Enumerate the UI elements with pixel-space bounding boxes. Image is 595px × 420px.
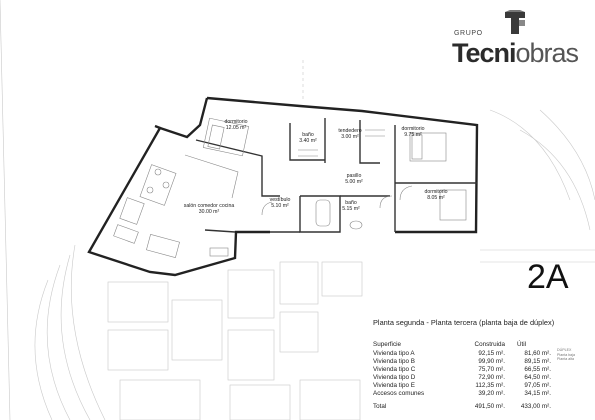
logo-brand: Tecniobras bbox=[452, 38, 580, 69]
room-label-tendedero: tendedero 3.00 m² bbox=[328, 128, 372, 140]
row-label: Vivienda tipo C bbox=[373, 365, 416, 373]
row-built: 75,70 m². bbox=[478, 365, 505, 373]
header-surface: Superficie bbox=[373, 340, 402, 348]
row-useful: 34,15 m². bbox=[524, 389, 551, 397]
header-useful: Útil bbox=[517, 340, 527, 348]
room-name: dormitorio bbox=[401, 126, 425, 132]
logo-brand-part-b: obras bbox=[515, 38, 580, 68]
logo-brand-part-a: Tecni bbox=[452, 38, 517, 68]
room-name: vestíbulo bbox=[269, 197, 291, 203]
schedule-title: Planta segunda - Planta tercera (planta … bbox=[373, 318, 555, 327]
row-label: Vivienda tipo B bbox=[373, 357, 415, 365]
room-name: tendedero bbox=[338, 128, 362, 134]
legend-item: Planta alta bbox=[557, 357, 574, 361]
table-header-row: Superficie Construida Útil bbox=[373, 339, 551, 349]
legend-item: DÚPLEX bbox=[557, 348, 572, 352]
room-name: salón comedor cocina bbox=[183, 203, 235, 209]
room-area: 3.00 m² bbox=[341, 134, 359, 140]
table-row: Vivienda tipo B 99,90 m². 89,15 m². bbox=[373, 357, 551, 365]
room-label-bano-1: baño 3.40 m² bbox=[292, 132, 324, 144]
room-name: baño bbox=[302, 132, 314, 138]
room-label-dormitorio-3: dormitorio 8.05 m² bbox=[416, 189, 456, 201]
room-area: 5.00 m² bbox=[345, 179, 363, 185]
room-label-dormitorio-2: dormitorio 9.75 m² bbox=[391, 126, 435, 138]
area-schedule-table: Superficie Construida Útil Vivienda tipo… bbox=[373, 339, 551, 410]
room-area: 5.10 m² bbox=[271, 203, 289, 209]
room-name: pasillo bbox=[346, 173, 362, 179]
table-row: Vivienda tipo C 75,70 m². 66,55 m². bbox=[373, 365, 551, 373]
interior-walls bbox=[195, 118, 477, 233]
table-row: Vivienda tipo A 92,15 m². 81,60 m². bbox=[373, 349, 551, 357]
room-name: baño bbox=[345, 200, 357, 206]
legend-item: Planta baja bbox=[557, 352, 575, 357]
room-area: 8.05 m² bbox=[427, 195, 445, 201]
furniture bbox=[113, 117, 467, 258]
row-useful: 89,15 m². bbox=[524, 357, 551, 365]
room-area: 3.40 m² bbox=[299, 138, 317, 144]
total-built: 491,50 m². bbox=[474, 402, 505, 410]
row-built: 92,15 m². bbox=[478, 349, 505, 357]
row-label: Accesos comunes bbox=[373, 389, 425, 397]
table-total-row: Total 491,50 m². 433,00 m². bbox=[373, 397, 551, 410]
room-area: 5.15 m² bbox=[342, 206, 360, 212]
room-label-vestibulo: vestíbulo 5.10 m² bbox=[263, 197, 297, 209]
room-label-bano-2: baño 5.15 m² bbox=[336, 200, 366, 212]
row-useful: 97,05 m². bbox=[524, 381, 551, 389]
plan-code: 2A bbox=[527, 258, 569, 296]
row-built: 72,90 m². bbox=[478, 373, 505, 381]
total-useful: 433,00 m². bbox=[520, 402, 551, 410]
room-area: 9.75 m² bbox=[404, 132, 422, 138]
row-label: Vivienda tipo A bbox=[373, 349, 415, 357]
room-label-dormitorio-1: dormitorio 12.05 m² bbox=[216, 119, 256, 131]
logo-mark bbox=[505, 10, 525, 34]
row-useful: 81,60 m². bbox=[524, 349, 551, 357]
row-useful: 66,55 m². bbox=[524, 365, 551, 373]
room-name: dormitorio bbox=[424, 189, 448, 195]
room-label-salon: salón comedor cocina 30.00 m² bbox=[174, 203, 244, 215]
logo-group-text: GRUPO bbox=[454, 30, 483, 37]
total-label: Total bbox=[373, 402, 387, 410]
row-label: Vivienda tipo D bbox=[373, 373, 416, 381]
legend: DÚPLEX Planta baja Planta alta bbox=[557, 348, 575, 362]
table-row: Accesos comunes 39,20 m². 34,15 m². bbox=[373, 389, 551, 397]
row-useful: 64,50 m². bbox=[524, 373, 551, 381]
row-built: 39,20 m². bbox=[478, 389, 505, 397]
room-area: 30.00 m² bbox=[198, 209, 220, 215]
row-built: 99,90 m². bbox=[478, 357, 505, 365]
apartment-walls bbox=[87, 96, 479, 277]
row-built: 112,35 m². bbox=[475, 381, 505, 389]
room-label-pasillo: pasillo 5.00 m² bbox=[336, 173, 372, 185]
table-row: Vivienda tipo E 112,35 m². 97,05 m². bbox=[373, 381, 551, 389]
table-row: Vivienda tipo D 72,90 m². 64,50 m². bbox=[373, 373, 551, 381]
room-area: 12.05 m² bbox=[225, 125, 247, 131]
room-name: dormitorio bbox=[224, 119, 248, 125]
header-built: Construida bbox=[474, 340, 505, 348]
row-label: Vivienda tipo E bbox=[373, 381, 415, 389]
